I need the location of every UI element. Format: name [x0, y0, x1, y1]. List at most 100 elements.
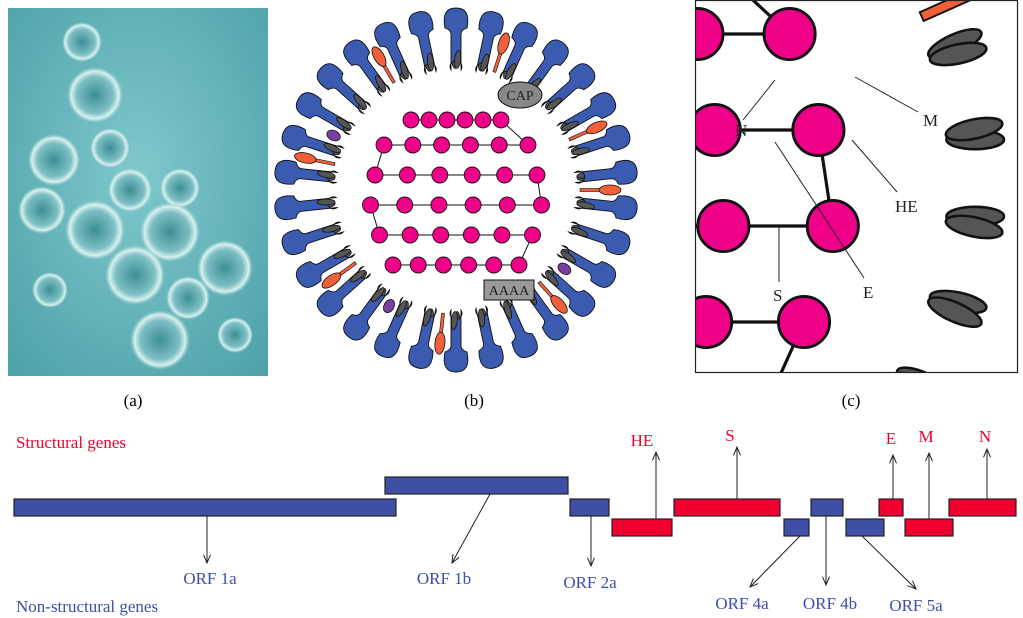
leader-n [742, 79, 776, 121]
leader-he [851, 139, 898, 193]
label-n: N [735, 121, 747, 140]
envelope-protein-group [571, 147, 638, 185]
n-protein [464, 196, 482, 214]
n-protein [409, 256, 427, 274]
virus-particle [65, 200, 125, 260]
s-protein [274, 195, 339, 221]
label-s: S [773, 286, 782, 305]
n-protein [805, 198, 860, 254]
n-protein [696, 294, 734, 350]
m-protein [944, 116, 1004, 142]
m-protein [353, 94, 367, 109]
zoom-frame [694, 0, 1019, 374]
n-protein [496, 166, 514, 184]
he-protein [371, 46, 387, 67]
he-protein [497, 32, 510, 55]
label-gene-s: S [725, 426, 734, 445]
arrow-head [925, 451, 933, 462]
label-gene-m: M [918, 427, 933, 446]
label-orf1b: ORF 1b [417, 569, 471, 588]
envelope-protein-group [928, 41, 1004, 142]
n-protein [791, 102, 846, 158]
n-protein [492, 111, 510, 129]
he-protein [598, 184, 622, 196]
n-protein [432, 226, 450, 244]
he-protein [586, 120, 608, 135]
n-protein [438, 111, 456, 129]
polya-label: AAAA [489, 284, 530, 299]
m-protein [450, 311, 458, 330]
virus-particle [160, 168, 200, 208]
m-protein [895, 366, 952, 372]
he-stalk [918, 1, 990, 23]
m-protein [426, 52, 435, 72]
virus-particle [197, 240, 253, 296]
gene-orf5a [845, 518, 885, 537]
virus-particle [28, 134, 80, 186]
arrow-head [889, 453, 897, 464]
virus-particles [18, 22, 253, 370]
arrow-head [652, 450, 660, 461]
n-protein [524, 226, 541, 244]
m-protein [422, 308, 432, 327]
cap-marker [497, 81, 543, 109]
spike [281, 221, 345, 256]
m-protein [926, 296, 983, 329]
virion-schematic: CAP AAAA [274, 7, 638, 373]
n-protein [375, 136, 393, 154]
m-protein [333, 248, 351, 259]
n-protein [456, 111, 474, 129]
spike [573, 159, 638, 185]
s-protein [408, 11, 437, 76]
e-protein [557, 262, 572, 275]
cap-label: CAP [506, 89, 533, 104]
arrow-head [203, 554, 211, 565]
n-protein [366, 166, 384, 184]
m-protein [570, 226, 589, 237]
structural-genes-title: Structural genes [16, 433, 126, 452]
m-protein [928, 41, 988, 67]
gene-orf1a [13, 498, 397, 517]
n-protein [776, 294, 832, 350]
virus-particle [130, 310, 190, 370]
zoom-leader-lines [742, 76, 919, 282]
arrow-head [749, 578, 759, 588]
virus-particle [32, 272, 68, 308]
m-protein [375, 75, 387, 92]
m-protein [944, 214, 1004, 240]
gene-orf2a [569, 498, 610, 517]
rna-strand [369, 119, 543, 266]
n-protein [498, 196, 516, 214]
n-protein [384, 256, 402, 274]
n-protein [510, 256, 528, 274]
n-protein [430, 196, 448, 214]
n-protein [402, 111, 420, 129]
gene-orf4a [783, 518, 810, 537]
label-orf5a: ORF 5a [889, 596, 943, 615]
gene-arrows [203, 445, 991, 590]
n-protein [528, 166, 546, 184]
envelope-protein-group [408, 304, 458, 369]
m-protein [546, 97, 563, 111]
nonstructural-genes-title: Non-structural genes [16, 597, 158, 616]
virus-particle [217, 317, 253, 353]
label-e: E [863, 283, 873, 302]
arrow-line [861, 535, 917, 590]
n-protein [362, 196, 379, 214]
virus-particle [90, 128, 130, 168]
n-protein [463, 166, 481, 184]
m-protein [400, 61, 409, 80]
m-protein [893, 371, 944, 372]
n-protein [533, 196, 550, 214]
m-protein [454, 50, 462, 69]
n-protein [474, 111, 492, 129]
m-protein [503, 300, 512, 319]
virus-particle [108, 168, 152, 212]
spike [274, 195, 339, 221]
n-protein [696, 198, 751, 254]
panel-a-label: (a) [124, 391, 143, 410]
m-protein [505, 63, 517, 80]
envelope-protein-group [895, 296, 983, 372]
he-protein [321, 272, 342, 289]
virion-zoom [696, 1, 1006, 372]
